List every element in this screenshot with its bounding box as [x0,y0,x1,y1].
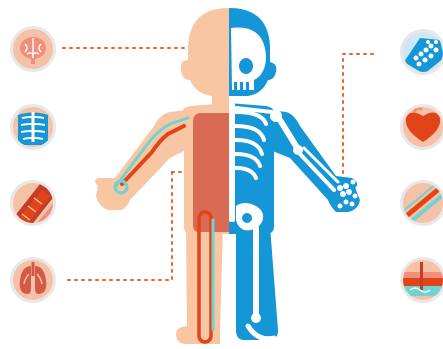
brain-icon [10,26,56,72]
skin-layers-icon [400,257,443,303]
hand-bones-icon [400,29,443,75]
body-skeleton-half [229,8,361,340]
lungs-icon [10,257,56,303]
blood-vessels-icon [400,180,443,226]
body-skin-half [95,8,229,344]
muscle-icon [10,180,60,234]
ribcage-icon [10,104,56,150]
heart-icon [400,104,443,150]
connector-hand [343,54,373,180]
